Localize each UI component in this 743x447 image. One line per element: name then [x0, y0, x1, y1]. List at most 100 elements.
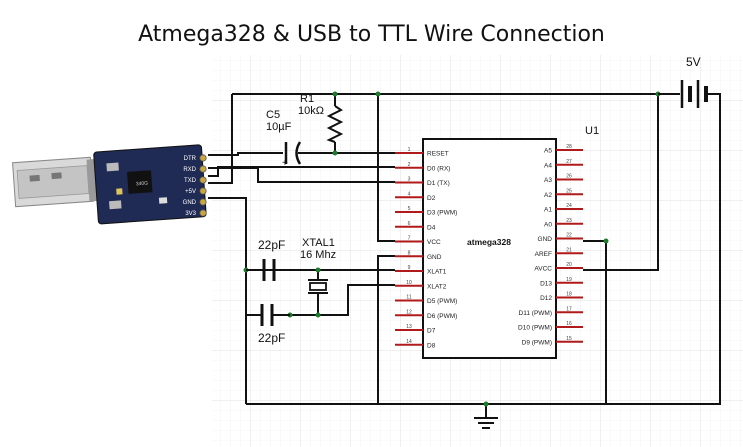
- usb-pin-label: GND: [183, 200, 197, 206]
- pin-label: D7: [427, 328, 436, 335]
- pin-label: A4: [544, 162, 552, 169]
- wire-usb-5v: [208, 94, 233, 184]
- chip-right-pins: 28A527A426A325A224A123A022GND21AREF20AVC…: [518, 144, 583, 346]
- c5-polarity: +: [282, 158, 288, 169]
- pin-number: 18: [566, 292, 572, 298]
- pin-label: D3 (PWM): [427, 210, 457, 217]
- pin-label: D2: [427, 195, 436, 202]
- pin-number: 1: [408, 147, 411, 153]
- wire-txd: [208, 166, 395, 177]
- header-pin: [199, 198, 207, 206]
- usb-pin-label: 3V3: [185, 211, 196, 217]
- battery-label: 5V: [686, 55, 701, 69]
- pin-label: AVCC: [534, 266, 552, 273]
- pin-label: D1 (TX): [427, 180, 450, 187]
- cap-bottom-value: 22pF: [258, 331, 285, 345]
- pin-label: VCC: [427, 239, 441, 246]
- usb-pin-rxd: RXD: [183, 165, 207, 173]
- pin-number: 15: [566, 336, 572, 342]
- chip-pin-15: 15 D9 (PWM): [522, 336, 583, 346]
- pin-number: 6: [408, 221, 411, 227]
- chip-pin-3: 3D1 (TX): [395, 177, 450, 187]
- chip-pin-5: 5 D3 (PWM): [395, 206, 457, 217]
- pin-label: D13: [540, 280, 552, 287]
- cap-top-value: 22pF: [258, 238, 285, 252]
- c5-ref: C5: [266, 109, 280, 121]
- pin-label: A0: [544, 221, 552, 228]
- usb-pin-label: DTR: [184, 156, 197, 162]
- pin-label: XLAT1: [427, 269, 447, 276]
- usb-pin-label: TXD: [184, 178, 197, 184]
- resistor-ref: R1: [300, 93, 314, 105]
- pin-number: 9: [408, 265, 411, 271]
- usb-pin-3v3: 3V3: [185, 209, 207, 217]
- pin-number: 13: [406, 324, 412, 330]
- usb-pin-gnd: GND: [183, 198, 207, 206]
- pin-number: 19: [566, 277, 572, 283]
- pin-number: 28: [566, 144, 572, 150]
- pin-label: D0 (RX): [427, 165, 450, 172]
- ch340-chip-text: 340G: [136, 180, 149, 187]
- usb-pin-dtr: DTR: [184, 154, 207, 162]
- chip-pin-6: 6D4: [395, 221, 436, 231]
- pin-number: 10: [406, 280, 412, 286]
- usb-pcb: 340G: [93, 144, 207, 225]
- pin-label: GND: [427, 254, 442, 261]
- header-pin: [199, 154, 207, 162]
- ch340-chip: [127, 170, 153, 194]
- header-pin: [199, 176, 207, 184]
- chip-pin-2: 2D0 (RX): [395, 162, 450, 172]
- junction-dots: [243, 91, 661, 407]
- resistor-r1: R1 10kΩ: [298, 93, 344, 143]
- wire-batt-right: [606, 93, 721, 405]
- pin-number: 22: [566, 233, 572, 239]
- pin-label: D10 (PWM): [518, 325, 552, 332]
- chip-ref: U1: [585, 125, 599, 137]
- pin-label: D12: [540, 295, 552, 302]
- pin-label: A3: [544, 177, 552, 184]
- pin-number: 21: [566, 247, 572, 253]
- pin-number: 23: [566, 218, 572, 224]
- usb-pin-labels: DTR RXD TXD +5V GND 3V3: [183, 154, 207, 217]
- pin-label: D5 (PWM): [427, 298, 457, 305]
- pin-number: 27: [566, 159, 572, 165]
- resistor-value: 10kΩ: [298, 105, 324, 117]
- pin-label: D8: [427, 342, 436, 349]
- pin-number: 5: [408, 206, 411, 212]
- usb-pin-label: +5V: [185, 189, 196, 195]
- ground-symbol: [474, 417, 498, 429]
- pin-label: D9 (PWM): [522, 339, 552, 346]
- xtal-ref: XTAL1: [302, 237, 335, 249]
- c5-value: 10µF: [266, 121, 292, 133]
- pin-number: 4: [408, 191, 411, 197]
- wire-gnd-left: [377, 255, 395, 404]
- usb-ttl-module: 340G DTR RXD TXD +5V GND 3V3: [12, 144, 207, 225]
- usb-pin-txd: TXD: [184, 176, 207, 184]
- pin-label: RESET: [427, 151, 449, 158]
- wire-dtr: [208, 152, 283, 156]
- pin-number: 12: [406, 309, 412, 315]
- pin-label: D11 (PWM): [519, 310, 552, 317]
- header-pin: [199, 187, 207, 195]
- pin-number: 26: [566, 174, 572, 180]
- diagram-title: Atmega328 & USB to TTL Wire Connection: [138, 22, 605, 47]
- chip-name: atmega328: [467, 237, 511, 247]
- pin-label: D4: [427, 224, 436, 231]
- usb-plug: [12, 156, 100, 208]
